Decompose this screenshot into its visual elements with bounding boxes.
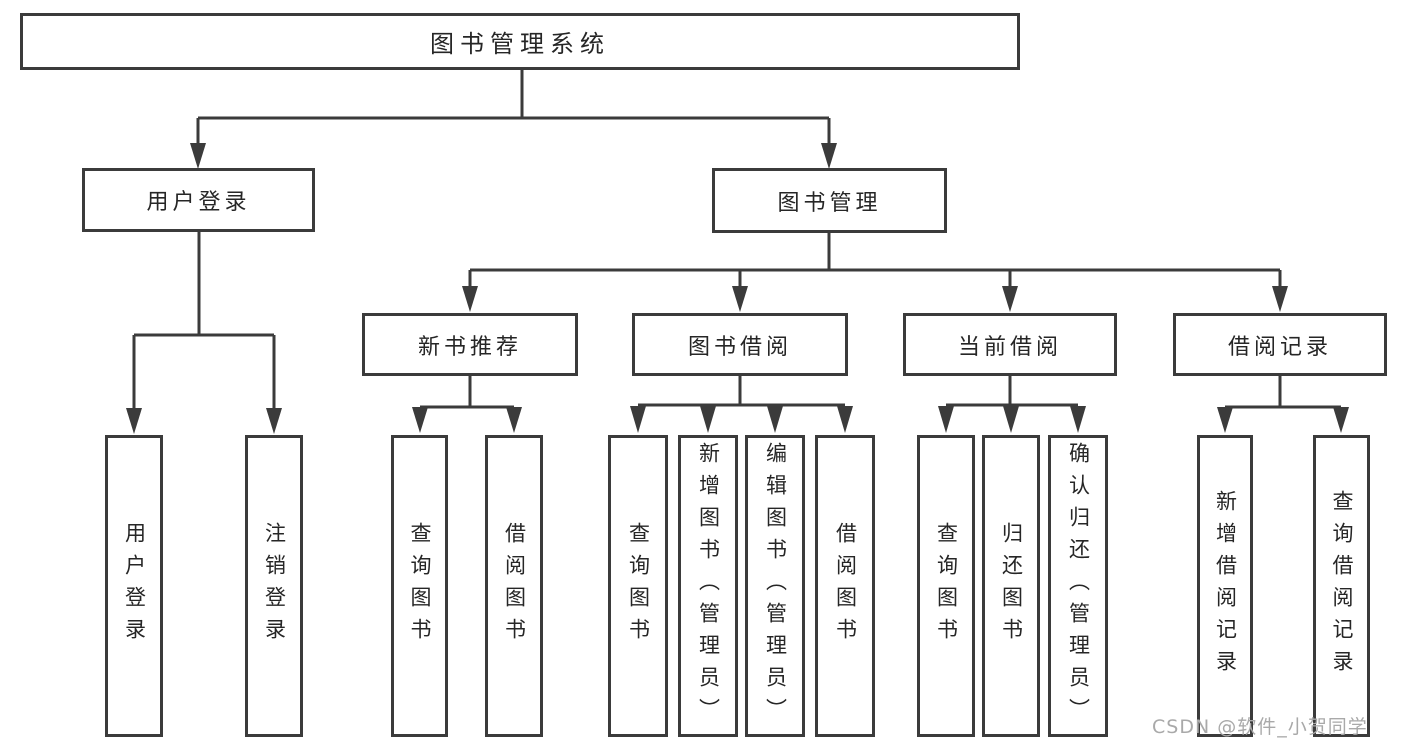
connector-book-borrow-children [630,376,853,433]
connector-current-borrow-children [938,376,1086,433]
leaf-borrow-books: 借阅图书 [485,435,543,737]
leaf-label: 确认归还（管理员） [1066,442,1091,730]
leaf-label: 用户登录 [122,522,147,650]
node-label: 图书管理 [777,190,882,216]
leaf-user-login: 用户登录 [105,435,163,737]
leaf-label: 新增借阅记录 [1213,490,1238,682]
leaf-return-book: 归还图书 [982,435,1040,737]
leaf-add-book-admin: 新增图书（管理员） [678,435,738,737]
node-label: 借阅记录 [1227,334,1332,360]
leaf-label: 查询图书 [408,522,432,650]
csdn-watermark: CSDN @软件_小贺同学 [1152,716,1368,738]
leaf-label: 注销登录 [262,522,287,650]
leaf-add-borrow-record: 新增借阅记录 [1197,435,1253,737]
leaf-query-borrow-record: 查询借阅记录 [1313,435,1370,737]
leaf-logout: 注销登录 [245,435,303,737]
leaf-label: 查询图书 [934,522,959,650]
node-label: 当前借阅 [957,334,1062,360]
leaf-label: 查询图书 [626,522,651,650]
node-current-borrowing: 当前借阅 [903,313,1117,376]
connector-root-to-level2 [190,70,837,169]
node-label: 图书借阅 [687,334,792,360]
leaf-label: 新增图书（管理员） [696,442,721,730]
connector-new-book-rec-children [412,376,522,433]
node-book-borrowing: 图书借阅 [632,313,848,376]
node-user-login: 用户登录 [82,168,315,232]
connector-user-login-children [126,232,282,434]
leaf-label: 借阅图书 [502,522,527,650]
node-book-management: 图书管理 [712,168,947,233]
leaf-borrow-books: 借阅图书 [815,435,875,737]
connector-book-mgmt-children [462,233,1288,312]
leaf-label: 归还图书 [999,522,1024,650]
leaf-query-books: 查询图书 [391,435,448,737]
node-label: 图书管理系统 [430,30,610,58]
node-new-book-recommendation: 新书推荐 [362,313,578,376]
node-root-library-system: 图书管理系统 [20,13,1020,70]
leaf-label: 借阅图书 [833,522,858,650]
connector-borrow-records-children [1217,376,1349,433]
leaf-query-books: 查询图书 [608,435,668,737]
node-label: 用户登录 [146,190,251,215]
leaf-confirm-return-admin: 确认归还（管理员） [1048,435,1108,737]
leaf-query-books: 查询图书 [917,435,975,737]
leaf-label: 编辑图书（管理员） [763,442,788,730]
leaf-edit-book-admin: 编辑图书（管理员） [745,435,805,737]
node-label: 新书推荐 [417,334,522,360]
node-borrowing-records: 借阅记录 [1173,313,1387,376]
leaf-label: 查询借阅记录 [1330,490,1354,682]
